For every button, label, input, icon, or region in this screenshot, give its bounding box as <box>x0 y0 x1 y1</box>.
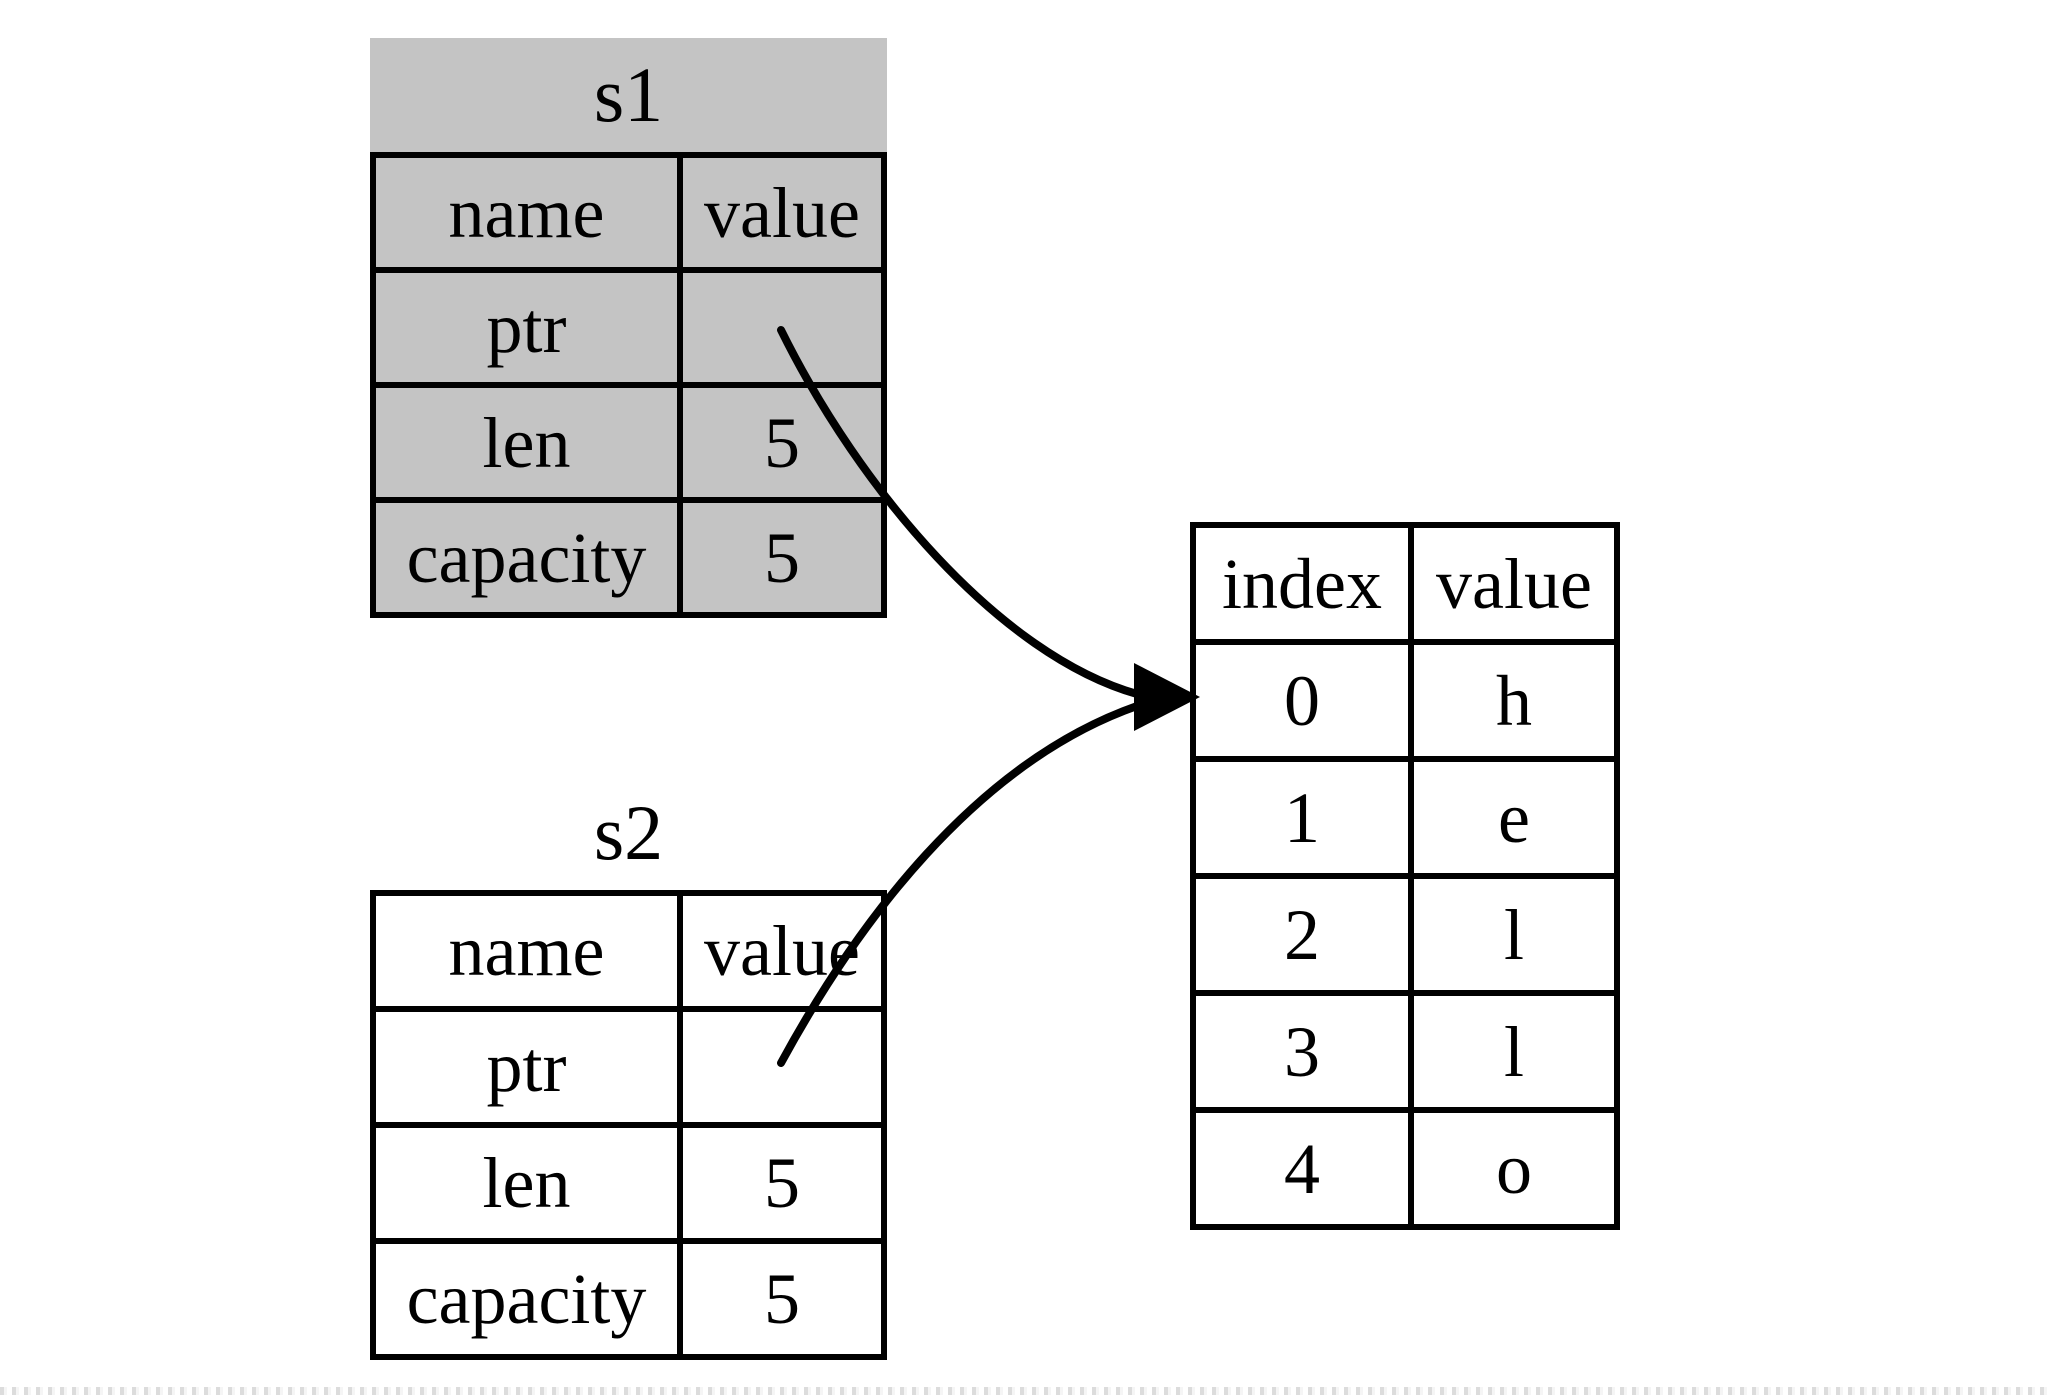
heap-header-value: value <box>1411 525 1617 642</box>
s2-ptr-value <box>680 1009 884 1125</box>
heap-row-4-value: o <box>1411 1110 1617 1227</box>
heap-row-0-index: 0 <box>1193 642 1411 759</box>
s1-struct-table: name value ptr len 5 capacity 5 <box>370 152 887 618</box>
s1-title: s1 <box>370 38 887 152</box>
s1-ptr-name: ptr <box>373 270 680 385</box>
s1-header-name: name <box>373 155 680 270</box>
s1-header-value: value <box>680 155 884 270</box>
s2-header-name: name <box>373 893 680 1009</box>
heap-row-1-index: 1 <box>1193 759 1411 876</box>
heap-row-3-value: l <box>1411 993 1617 1110</box>
heap-row-2-value: l <box>1411 876 1617 993</box>
s2-capacity-value: 5 <box>680 1241 884 1357</box>
heap-row-3-index: 3 <box>1193 993 1411 1110</box>
s2-header-value: value <box>680 893 884 1009</box>
s2-struct-table: name value ptr len 5 capacity 5 <box>370 890 887 1360</box>
s2-len-name: len <box>373 1125 680 1241</box>
s1-capacity-name: capacity <box>373 500 680 615</box>
cropped-text-artifact <box>0 1387 2048 1395</box>
s2-capacity-name: capacity <box>373 1241 680 1357</box>
heap-row-4-index: 4 <box>1193 1110 1411 1227</box>
s1-capacity-value: 5 <box>680 500 884 615</box>
s1-ptr-value <box>680 270 884 385</box>
s1-len-value: 5 <box>680 385 884 500</box>
heap-row-2-index: 2 <box>1193 876 1411 993</box>
heap-row-1-value: e <box>1411 759 1617 876</box>
s2-title: s2 <box>593 789 664 876</box>
s1-len-name: len <box>373 385 680 500</box>
s2-ptr-name: ptr <box>373 1009 680 1125</box>
s2-len-value: 5 <box>680 1125 884 1241</box>
heap-header-index: index <box>1193 525 1411 642</box>
heap-row-0-value: h <box>1411 642 1617 759</box>
heap-buffer-table: index value 0 h 1 e 2 l 3 l 4 o <box>1190 522 1620 1230</box>
